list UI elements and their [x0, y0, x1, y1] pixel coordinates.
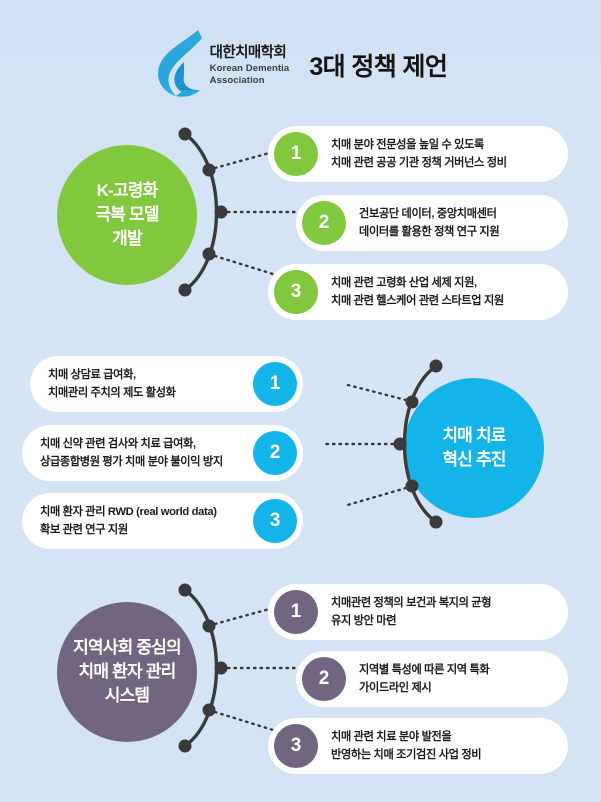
logo-korean-name: 대한치매학회: [209, 44, 287, 61]
hub-circle-community-care: 지역사회 중심의 치매 환자 관리 시스템: [57, 602, 197, 742]
item-text: 지역별 특성에 따른 지역 특화 가이드라인 제시: [359, 661, 490, 697]
dementia-ribbon-logo-icon: [157, 30, 202, 97]
item-text-line-2: 치매 관련 공공 기관 정책 거버넌스 정비: [331, 157, 507, 169]
item-text-line-1: 치매 신약 관련 검사와 치료 급여화,: [40, 437, 196, 450]
association-logo: 대한치매학회 Korean Dementia Association: [154, 28, 290, 100]
item-number-badge: 3: [253, 499, 297, 543]
item-number-badge: 1: [274, 132, 318, 176]
policy-section-community-care: 지역사회 중심의 치매 환자 관리 시스템 1 치매관련 정책의 보건과 복지의…: [0, 572, 601, 774]
hub-label-line-1: 지역사회 중심의: [73, 637, 182, 657]
logo-english-line-2: Association: [209, 74, 265, 86]
policy-item-pill[interactable]: 2 건보공단 데이터, 중앙치매센터 데이터를 활용한 정책 연구 지원: [296, 195, 568, 251]
item-text: 치매 관련 치료 분야 발전을 반영하는 치매 조기검진 사업 정비: [331, 728, 482, 764]
item-text-line-2: 데이터를 활용한 정책 연구 지원: [359, 226, 500, 238]
policy-item-pill[interactable]: 2 지역별 특성에 따른 지역 특화 가이드라인 제시: [296, 651, 568, 707]
hub-label-line-3: 시스템: [104, 686, 150, 706]
item-text-line-1: 치매 상담료 급여화,: [48, 368, 136, 381]
item-text-line-1: 건보공단 데이터, 중앙치매센터: [359, 207, 497, 220]
item-number-badge: 2: [302, 657, 346, 701]
hub-label-line-1: K-고령화: [96, 180, 159, 200]
item-text-line-2: 가이드라인 제시: [359, 682, 432, 694]
hub-label-line-2: 치매 환자 관리: [78, 661, 177, 681]
policy-item-pill[interactable]: 3 치매 관련 치료 분야 발전을 반영하는 치매 조기검진 사업 정비: [268, 718, 568, 774]
logo-wordmark: 대한치매학회 Korean Dementia Association: [210, 42, 290, 87]
policy-section-treatment-innovation: 치매 치료 혁신 추진 치매 상담료 급여화, 치매관리 주치의 제도 활성화 …: [0, 340, 601, 552]
logo-english-line-1: Korean Dementia: [209, 63, 290, 75]
item-number-badge: 1: [274, 590, 318, 634]
item-text-line-1: 치매 분야 전문성을 높일 수 있도록: [331, 138, 484, 151]
item-text-line-2: 유지 방안 마련: [331, 615, 397, 627]
policy-item-pill[interactable]: 3 치매 관련 고령화 산업 세제 지원, 치매 관련 헬스케어 관련 스타트업…: [268, 264, 568, 320]
item-text-line-1: 치매 관련 치료 분야 발전을: [331, 730, 452, 743]
item-number-badge: 2: [253, 431, 297, 475]
item-text: 치매 분야 전문성을 높일 수 있도록 치매 관련 공공 기관 정책 거버넌스 …: [331, 136, 507, 172]
policy-item-pill[interactable]: 1 치매관련 정책의 보건과 복지의 균형 유지 방안 마련: [268, 584, 568, 640]
policy-item-pill[interactable]: 1 치매 분야 전문성을 높일 수 있도록 치매 관련 공공 기관 정책 거버넌…: [268, 126, 568, 182]
policy-section-k-aging: K-고령화 극복 모델 개발 1 치매 분야 전문성을 높일 수 있도록 치매 …: [0, 112, 601, 320]
item-text-line-2: 반영하는 치매 조기검진 사업 정비: [331, 749, 482, 761]
item-text-line-1: 치매관련 정책의 보건과 복지의 균형: [331, 596, 492, 609]
policy-item-pill[interactable]: 치매 신약 관련 검사와 치료 급여화, 상급종합병원 평가 치매 분야 불이익…: [22, 425, 303, 481]
hub-label-line-3: 개발: [112, 229, 142, 249]
item-text: 치매관련 정책의 보건과 복지의 균형 유지 방안 마련: [331, 594, 492, 630]
item-text-line-2: 확보 관련 연구 지원: [40, 524, 128, 536]
logo-english-name: Korean Dementia Association: [210, 63, 290, 86]
page-title: 3대 정책 제언: [309, 53, 448, 81]
item-text: 치매 상담료 급여화, 치매관리 주치의 제도 활성화: [48, 366, 176, 402]
policy-item-pill[interactable]: 치매 환자 관리 RWD (real world data) 확보 관련 연구 …: [22, 493, 303, 549]
hub-label-line-2: 극복 모델: [95, 204, 159, 224]
header: 대한치매학회 Korean Dementia Association 3대 정책…: [0, 18, 601, 110]
hub-label-line-2: 혁신 추진: [442, 450, 506, 469]
item-number-badge: 2: [302, 201, 346, 245]
item-text: 건보공단 데이터, 중앙치매센터 데이터를 활용한 정책 연구 지원: [359, 205, 500, 241]
item-number-badge: 1: [253, 362, 297, 406]
item-text-line-2: 상급종합병원 평가 치매 분야 불이익 방지: [40, 456, 223, 468]
hub-circle-k-aging: K-고령화 극복 모델 개발: [57, 145, 197, 285]
item-text: 치매 환자 관리 RWD (real world data) 확보 관련 연구 …: [40, 503, 217, 539]
hub-label-line-1: 치매 치료: [442, 425, 506, 445]
item-text-line-1: 치매 환자 관리 RWD (real world data): [40, 505, 217, 518]
hub-circle-treatment-innovation: 치매 치료 혁신 추진: [404, 378, 544, 518]
item-text-line-2: 치매 관련 헬스케어 관련 스타트업 지원: [331, 295, 504, 307]
item-number-badge: 3: [274, 270, 318, 314]
item-text: 치매 관련 고령화 산업 세제 지원, 치매 관련 헬스케어 관련 스타트업 지…: [331, 274, 504, 310]
item-text-line-2: 치매관리 주치의 제도 활성화: [48, 387, 176, 399]
policy-item-pill[interactable]: 치매 상담료 급여화, 치매관리 주치의 제도 활성화 1: [30, 356, 303, 412]
item-text-line-1: 치매 관련 고령화 산업 세제 지원,: [331, 276, 477, 289]
item-number-badge: 3: [274, 724, 318, 768]
item-text: 치매 신약 관련 검사와 치료 급여화, 상급종합병원 평가 치매 분야 불이익…: [40, 435, 223, 471]
item-text-line-1: 지역별 특성에 따른 지역 특화: [359, 663, 490, 676]
